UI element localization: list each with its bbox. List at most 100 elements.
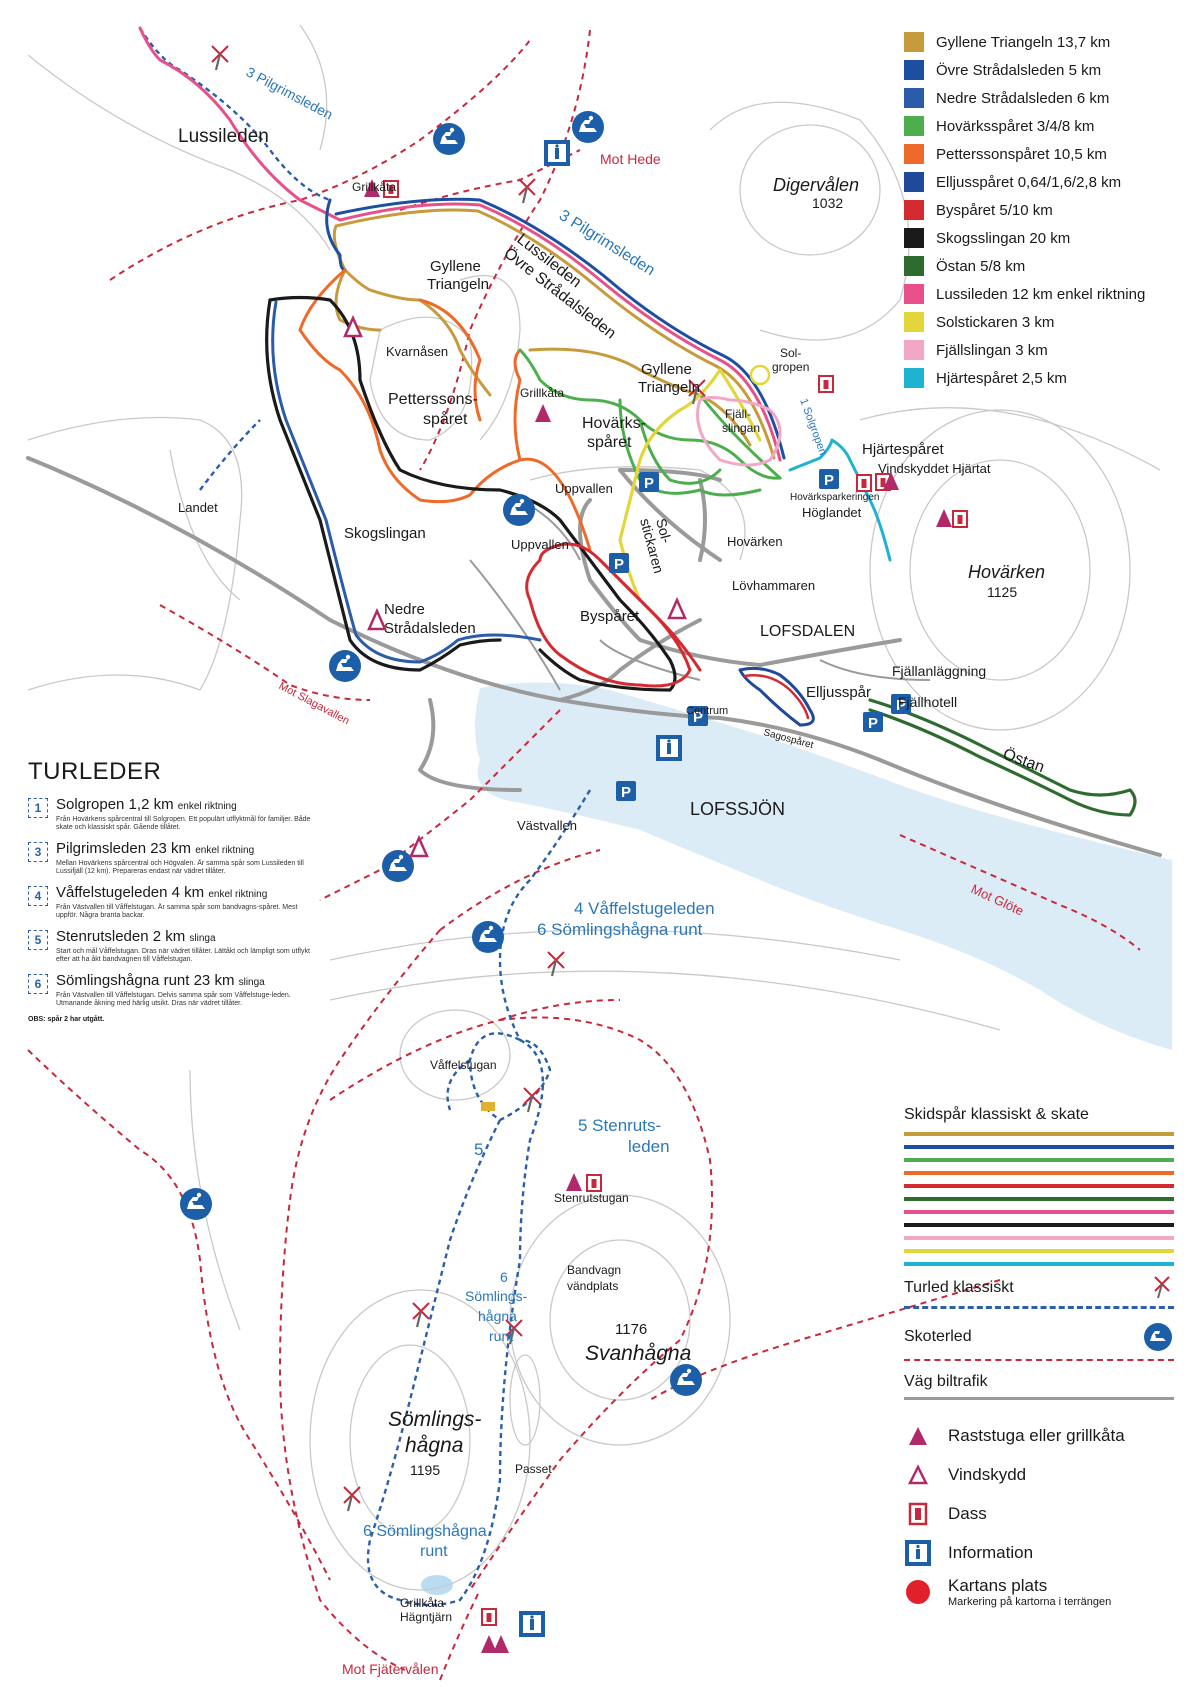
- trail-legend-label: Petterssonspåret 10,5 km: [936, 145, 1107, 163]
- trail-legend-label: Elljusspåret 0,64/1,6/2,8 km: [936, 173, 1122, 191]
- symbol-label-wrap: Information: [948, 1543, 1033, 1563]
- snowmobile-icon: [1144, 1323, 1172, 1351]
- snowmobile-icon: [472, 921, 504, 953]
- turled-number: 4: [28, 886, 48, 906]
- label-vaffel-b: 6 Sömlingshågna runt: [537, 920, 703, 939]
- symbol-legend: Skidspår klassiskt & skate Turled klassi…: [904, 1106, 1174, 1611]
- trail-legend-item: Fjällslingan 3 km: [904, 336, 1184, 364]
- trail-lussileden: [138, 26, 342, 222]
- symbol-legend-item: Dass: [904, 1494, 1174, 1533]
- skier-icon: [210, 44, 230, 72]
- label-hovarksparkeringen: Hovärksparkeringen: [790, 492, 880, 503]
- trail-color-swatch: [904, 116, 924, 136]
- trail-gyllene: [334, 208, 776, 460]
- turled-description: Start och mål Våffelstugan. Dras när väd…: [56, 948, 310, 963]
- label-solgropen-b: gropen: [772, 360, 809, 374]
- snowmobile-icon: [382, 850, 414, 882]
- turled-description: Mellan Hovärkens spårcentral och Högvale…: [56, 860, 304, 875]
- turled-title: Pilgrimsleden 23 km enkel riktning: [56, 840, 318, 859]
- label-digervalen: Digervålen: [773, 175, 859, 195]
- parking-icon: [863, 712, 883, 732]
- turleder-title: TURLEDER: [28, 758, 162, 785]
- turled-label: Turled klassiskt: [904, 1279, 1014, 1296]
- symbol-sublabel: Markering på kartorna i terrängen: [948, 1595, 1112, 1608]
- label-hovarks-b: spåret: [587, 433, 632, 451]
- label-hovarks-a: Hovärks-: [582, 415, 646, 432]
- label-sol-a: Sol-: [653, 517, 675, 546]
- ski-trails: [138, 26, 1137, 817]
- trail-legend-item: Byspåret 5/10 km: [904, 196, 1184, 224]
- label-six-b: Sömlings-: [465, 1288, 528, 1304]
- trail-legend-item: Gyllene Triangeln 13,7 km: [904, 28, 1184, 56]
- classic-trails: [138, 27, 592, 1607]
- turled-line: [904, 1306, 1174, 1309]
- raststuga-icon: [904, 1422, 932, 1450]
- trail-ovre: [334, 197, 786, 460]
- trail-legend-item: Skogsslingan 20 km: [904, 224, 1184, 252]
- turled-description: Från Västvallen till Våffelstugan. Delvi…: [56, 992, 291, 1007]
- label-stenrutstugan: Stenrutstugan: [554, 1191, 629, 1205]
- label-gyllene-1b: Triangeln: [427, 276, 489, 293]
- label-grillkata-3: Grillkåta: [400, 1596, 444, 1610]
- skier-icon: [517, 177, 537, 205]
- turled-number: 3: [28, 842, 48, 862]
- vag-row: Väg biltrafik: [904, 1373, 1174, 1391]
- turled-name: Solgropen 1,2 km: [56, 796, 174, 813]
- trail-solstickaren: [618, 368, 722, 602]
- snowmobile-icon: [670, 1364, 702, 1396]
- ski-color-line: [904, 1184, 1174, 1188]
- trail-color-swatch: [904, 200, 924, 220]
- label-solgropen-a: Sol-: [780, 346, 801, 360]
- dass-icon: [904, 1500, 932, 1528]
- turled-description: Från Västvallen till Våffelstugan. Är sa…: [56, 904, 298, 919]
- turled-note: enkel riktning: [177, 801, 237, 812]
- symbol-label: Raststuga eller grillkåta: [948, 1425, 1125, 1445]
- turled-name: Stenrutsleden 2 km: [56, 928, 186, 945]
- symbol-legend-item: Raststuga eller grillkåta: [904, 1416, 1174, 1455]
- label-hovarken-mtn: Hovärken: [968, 562, 1045, 582]
- dass-icon: [586, 1174, 602, 1192]
- trail-elljus: [738, 666, 815, 727]
- label-ostan: Östan: [1001, 745, 1047, 777]
- label-bandvagn-b: vändplats: [567, 1279, 618, 1293]
- symbol-label: Information: [948, 1542, 1034, 1562]
- label-fjall-b: slingan: [722, 421, 760, 435]
- trail-color-swatch: [904, 256, 924, 276]
- label-six-d: runt: [489, 1328, 513, 1344]
- ski-color-line: [904, 1197, 1174, 1201]
- trail-legend-label: Byspåret 5/10 km: [936, 201, 1053, 219]
- trail-legend-item: Solstickaren 3 km: [904, 308, 1184, 336]
- snowmobile-icon: [329, 650, 361, 682]
- label-uppvallen-1: Uppvallen: [555, 481, 613, 496]
- label-pettersson-b: spåret: [423, 410, 468, 428]
- label-lofsdalen: LOFSDALEN: [760, 623, 855, 640]
- grillkata-icon: [566, 1173, 582, 1191]
- trail-legend-item: Hovärksspåret 3/4/8 km: [904, 112, 1184, 140]
- skoterled-line: [904, 1359, 1174, 1361]
- symbol-legend-item: Vindskydd: [904, 1455, 1174, 1494]
- trail-legend-label: Hjärtespåret 2,5 km: [936, 369, 1067, 387]
- label-hoglandet: Höglandet: [802, 505, 862, 520]
- dass-icon: [481, 1608, 497, 1626]
- label-stenruts-a: 5 Stenruts-: [578, 1116, 661, 1135]
- parking-icon: [639, 472, 659, 492]
- trail-legend-item: Hjärtespåret 2,5 km: [904, 364, 1184, 392]
- trail-color-swatch: [904, 172, 924, 192]
- trail-legend-label: Östan 5/8 km: [936, 257, 1026, 275]
- label-nedre-a: Nedre: [384, 601, 425, 618]
- trail-color-swatch: [904, 228, 924, 248]
- label-bandvagn-a: Bandvagn: [567, 1263, 621, 1277]
- trail-legend-item: Petterssonspåret 10,5 km: [904, 140, 1184, 168]
- turled-number: 5: [28, 930, 48, 950]
- skier-icon: [1154, 1276, 1170, 1299]
- label-nedre-b: Strådalsleden: [384, 620, 476, 637]
- symbol-label-wrap: Dass: [948, 1504, 987, 1524]
- turled-title: Våffelstugeleden 4 km enkel riktning: [56, 884, 318, 903]
- label-kvarnasen: Kvarnåsen: [386, 344, 448, 359]
- trail-bysparet: [525, 542, 692, 688]
